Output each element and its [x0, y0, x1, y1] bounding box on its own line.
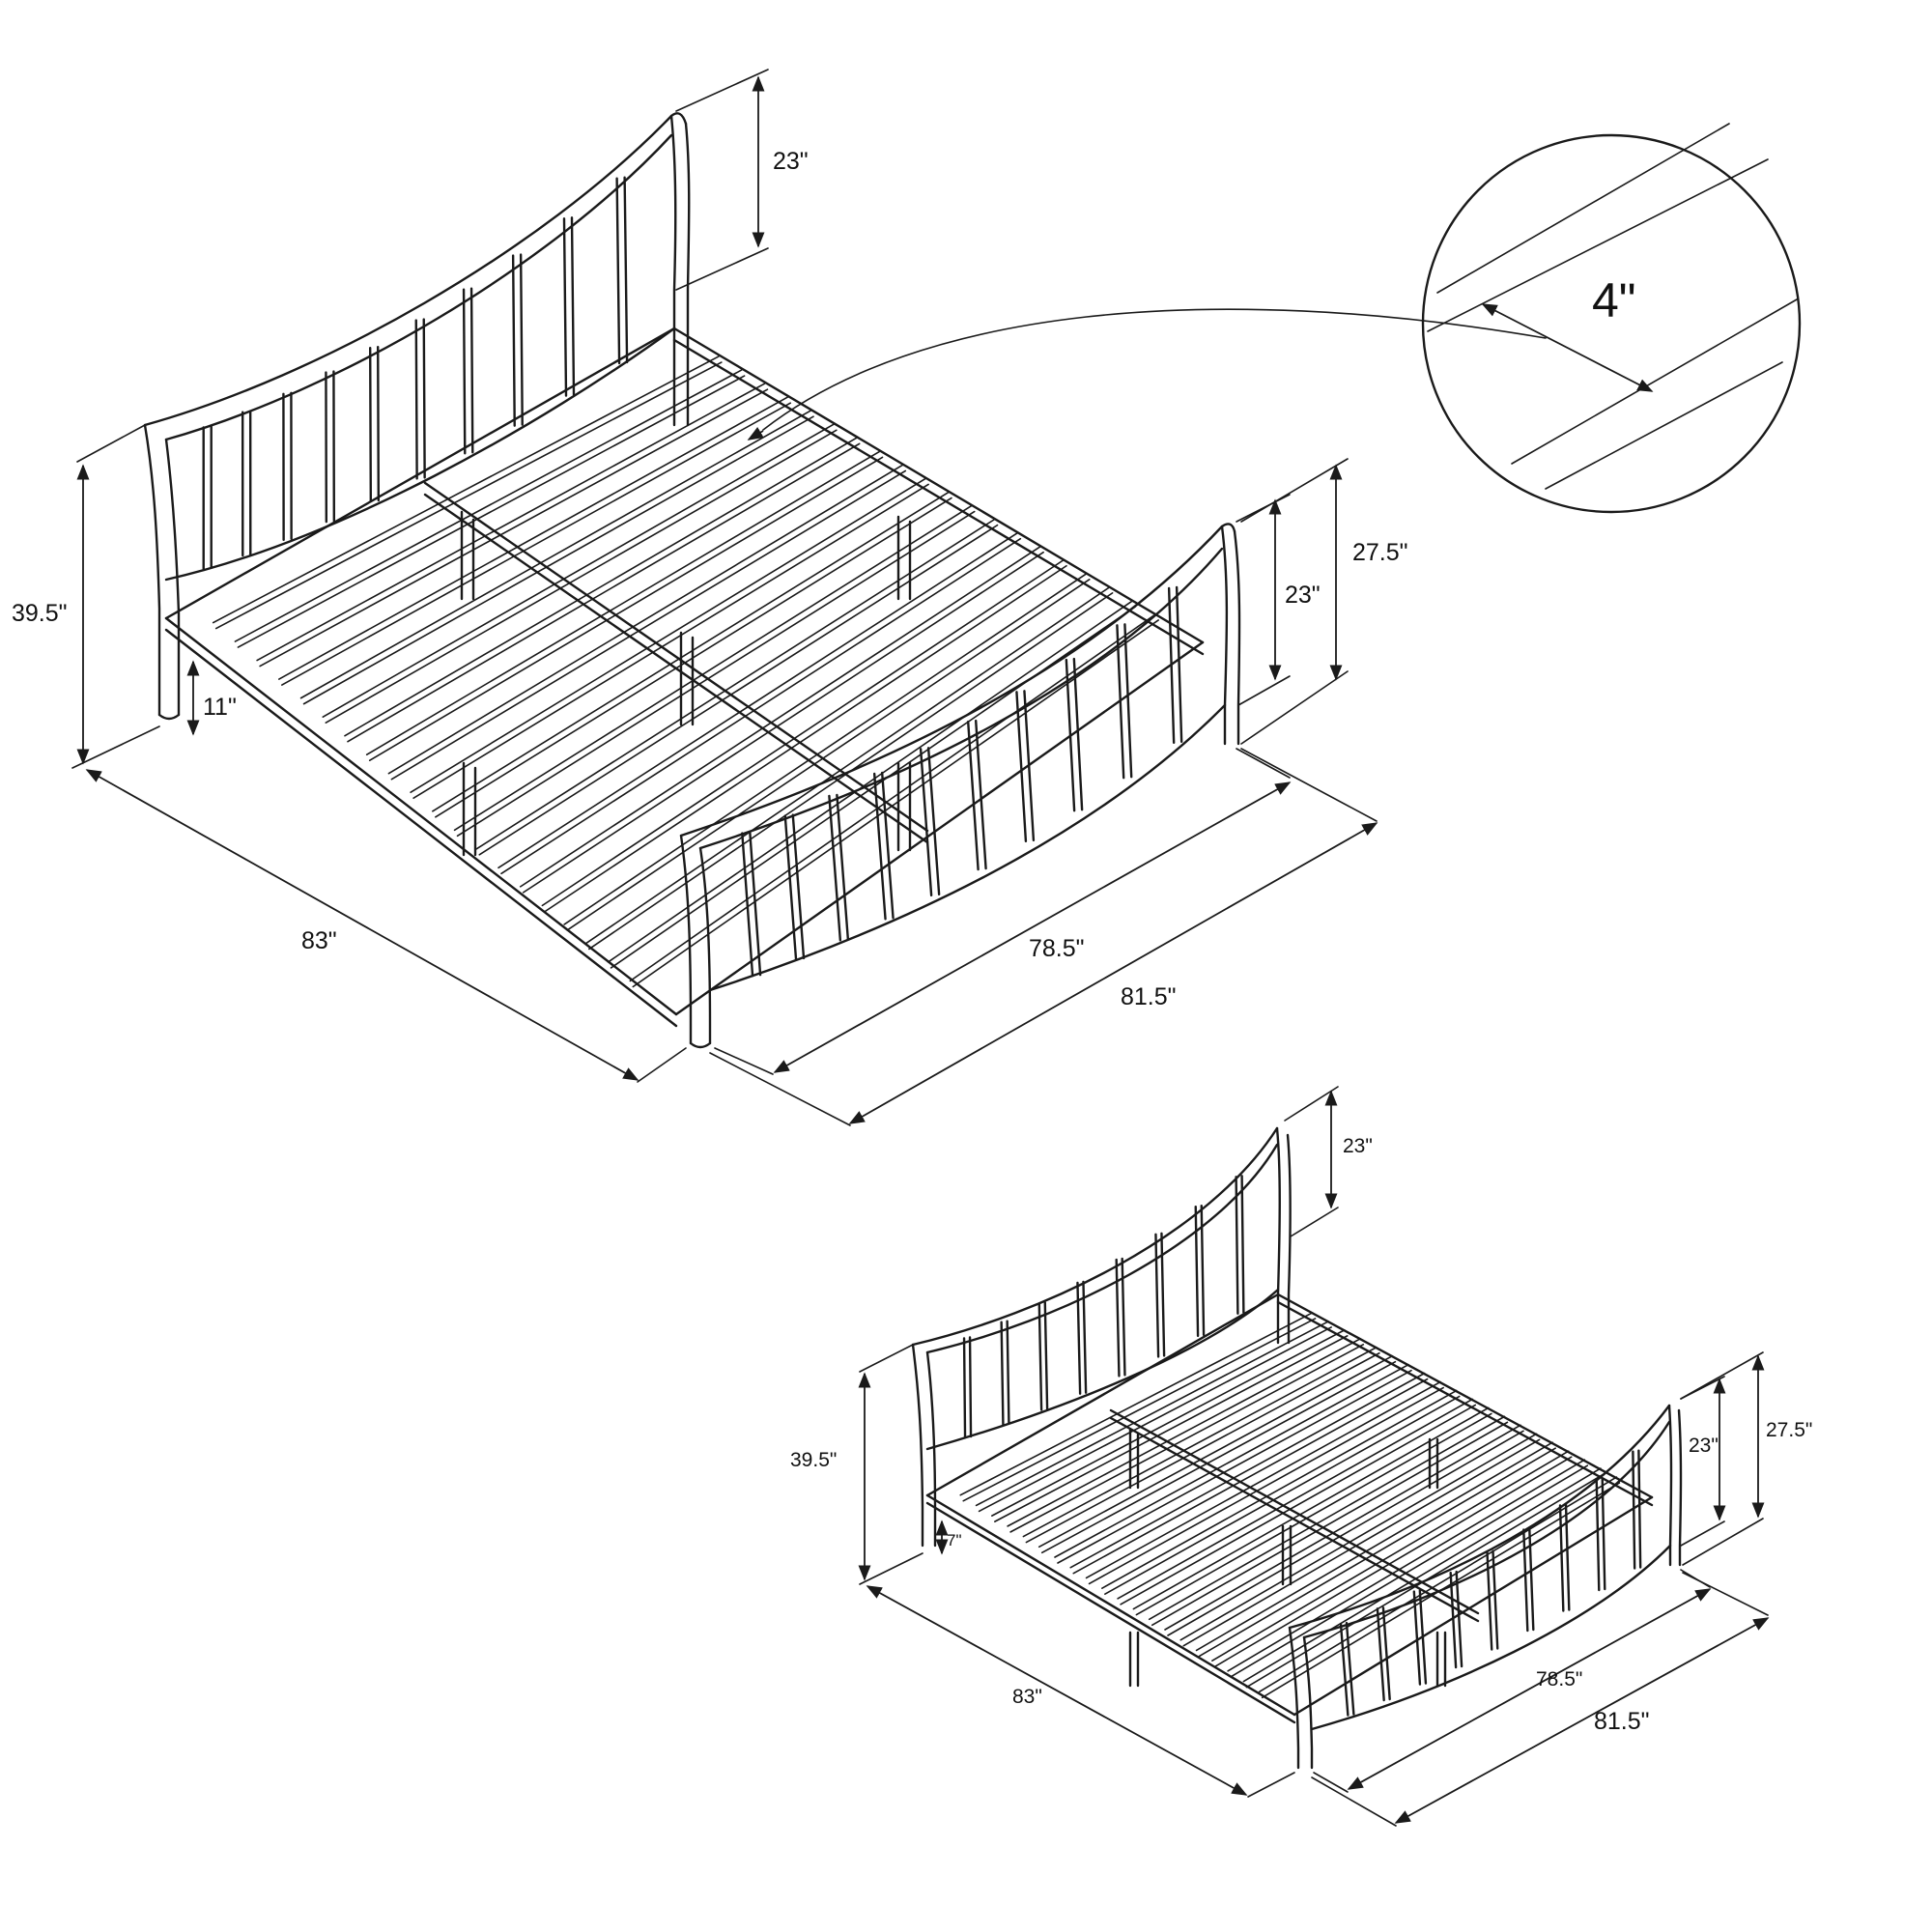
headboard-small [911, 1126, 1292, 1548]
total-height-label: 39.5" [12, 600, 68, 627]
headboard-spindle [1235, 1175, 1245, 1315]
footboard-spindle [1558, 1503, 1571, 1612]
side-rails-large [164, 327, 1205, 1028]
slats-large [212, 355, 1159, 988]
bed-slat [1054, 1363, 1412, 1564]
detail-circle [1421, 133, 1802, 514]
total-height-label: 39.5" [790, 1449, 837, 1471]
bed-slat [959, 1312, 1317, 1502]
footboard-spindle [1449, 1570, 1463, 1669]
headboard-spindle [1194, 1205, 1206, 1338]
large-bed-frame [143, 112, 1241, 1049]
headboard-spindle [1115, 1257, 1126, 1378]
footboard-spindle [1632, 1449, 1642, 1570]
bed-slat [475, 518, 999, 856]
headboard-spindle [1000, 1320, 1010, 1426]
headboard-spindle [325, 370, 336, 524]
footboard-spindle [1015, 690, 1036, 843]
bed-slat [1022, 1346, 1380, 1544]
dim-footboard-small: 23" 27.5" [1680, 1351, 1812, 1566]
bed-slat [387, 464, 907, 781]
bed-slat [1195, 1441, 1556, 1658]
bed-slat [344, 437, 861, 743]
bed-slat [991, 1329, 1349, 1522]
headboard-spindle [615, 176, 629, 365]
headboard-spindle [202, 425, 213, 570]
dim-width-outer-small: 81.5" [1311, 1572, 1770, 1827]
footboard-above-frame-label: 23" [1285, 582, 1321, 609]
bed-slat [975, 1321, 1332, 1513]
bed-slat [1101, 1389, 1461, 1595]
bed-slat [1211, 1450, 1573, 1667]
bed-slat [234, 369, 746, 648]
footboard-height-label: 27.5" [1352, 539, 1408, 566]
dim-length-small: 83" [866, 1585, 1295, 1798]
slat-gap-label: 4" [1592, 273, 1636, 327]
dim-total-height-small: 39.5" [790, 1344, 923, 1585]
under-bed-clearance-label: 11" [203, 694, 237, 721]
small-bed-frame [911, 1126, 1683, 1770]
slat-gap-detail: 4" [747, 123, 1802, 514]
headboard-spindle [368, 345, 381, 503]
headboard-large [143, 112, 691, 721]
headboard-spindle [562, 216, 576, 397]
footboard-height-label: 27.5" [1766, 1419, 1812, 1441]
footboard-spindle [1116, 623, 1133, 780]
dimensions-large: 23" 39.5" 11" 83" 78.5" 81.5" [12, 69, 1408, 1126]
headboard-spindle [1154, 1232, 1166, 1358]
footboard-spindle [1167, 585, 1183, 745]
support-legs-small [1128, 1428, 1447, 1688]
headboard-spindle [282, 391, 293, 542]
headboard-spindle [241, 410, 252, 557]
total-length-label: 83" [1012, 1686, 1042, 1708]
bed-slat [1085, 1380, 1444, 1585]
total-length-label: 83" [301, 927, 337, 954]
headboard-spindle [1076, 1280, 1088, 1395]
bed-slat [519, 545, 1044, 894]
headboard-spindle [511, 253, 524, 427]
bed-slat [322, 423, 838, 724]
inner-width-label: 78.5" [1536, 1668, 1582, 1690]
dim-headboard-23-small: 23" [1284, 1086, 1373, 1237]
dimensions-small: 23" 39.5" 7" 83" 78.5" 81.5" [790, 1086, 1812, 1827]
headboard-above-frame-label: 23" [1343, 1135, 1373, 1157]
bed-slat [497, 531, 1022, 875]
headboard-spindle [414, 318, 426, 480]
headboard-spindle [1037, 1301, 1049, 1411]
dim-clearance-large: 11" [186, 660, 237, 736]
bed-slat [1037, 1354, 1397, 1554]
dim-length-large: 83" [85, 769, 687, 1083]
bed-slat [1117, 1398, 1477, 1605]
bed-slat [563, 573, 1091, 931]
dim-total-height-large: 39.5" [12, 424, 160, 769]
under-bed-clearance-label: 7" [947, 1531, 962, 1549]
headboard-spindle [462, 287, 474, 455]
dim-headboard-23-large: 23" [675, 69, 809, 291]
dim-clearance-small: 7" [935, 1520, 962, 1555]
bed-slat [256, 383, 769, 668]
outer-width-label: 81.5" [1594, 1708, 1650, 1735]
bed-slat [212, 355, 723, 630]
bed-slat [299, 410, 814, 705]
bed-slat [365, 450, 884, 761]
bed-slat [1007, 1338, 1365, 1533]
headboard-above-frame-label: 23" [773, 148, 809, 175]
dim-width-outer-large: 81.5" [709, 748, 1378, 1126]
inner-width-label: 78.5" [1029, 935, 1085, 962]
bed-slat [410, 477, 929, 800]
bed-slat [1069, 1372, 1429, 1575]
outer-width-label: 81.5" [1121, 983, 1177, 1010]
headboard-spindle [962, 1336, 973, 1439]
footboard-spindle [1065, 657, 1084, 812]
footboard-spindle [828, 793, 850, 942]
dim-footboard-large: 23" 27.5" [1236, 458, 1408, 745]
footboard-spindle [741, 831, 762, 978]
bed-slat [278, 396, 792, 686]
slats-small [959, 1312, 1621, 1699]
footboard-spindle [919, 747, 941, 897]
footboard-above-frame-label: 23" [1689, 1435, 1719, 1457]
footboard-spindle [1595, 1477, 1606, 1592]
